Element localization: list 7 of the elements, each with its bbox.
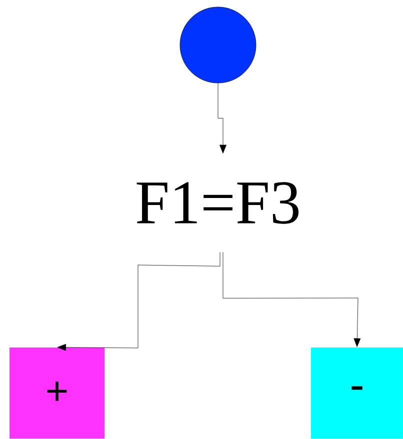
arrow [57,252,220,351]
circle-node [180,6,256,84]
formula-text: F1=F3 [136,182,299,224]
minus-box: - [311,348,403,438]
arrow [222,252,361,347]
arrow [218,83,226,154]
plus-box: + [10,348,104,438]
